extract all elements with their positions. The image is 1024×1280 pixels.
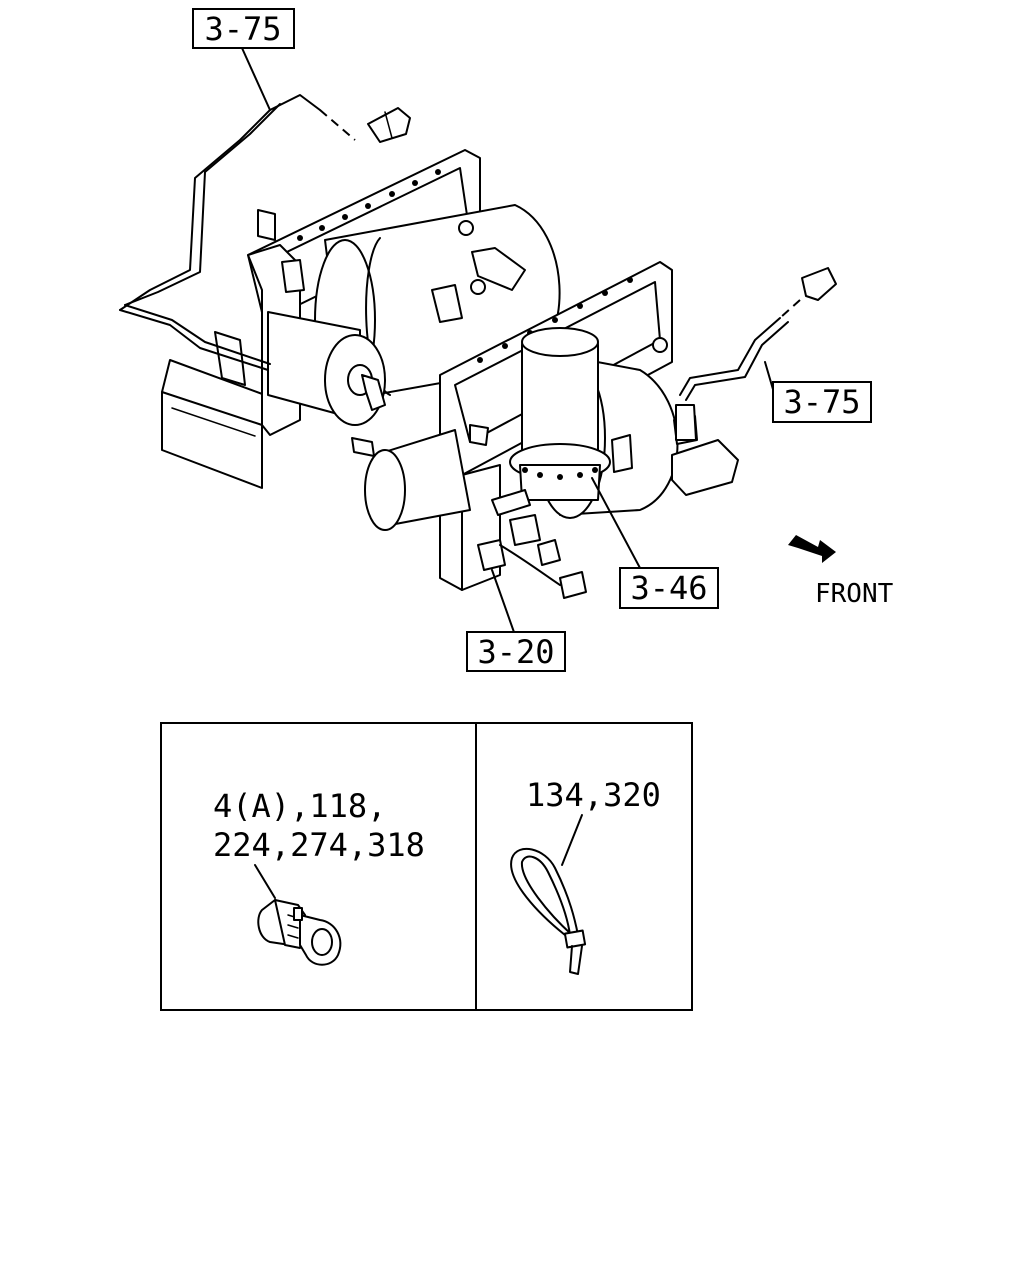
detail-panel: 4(A),118, 224,274,318 134,320 [160, 722, 693, 1011]
leader-center [591, 477, 641, 569]
front-arrow-icon [788, 535, 836, 563]
air-dryer-assembly-drawing [119, 149, 739, 599]
band-leader [561, 814, 583, 866]
cable-tie-icon [510, 848, 587, 975]
front-label: FRONT [815, 579, 894, 609]
clip-part-numbers-line1: 4(A),118, [213, 787, 386, 825]
pipe-clip-icon [257, 899, 342, 966]
callout-center[interactable]: 3-46 [619, 567, 719, 609]
callout-center-text: 3-46 [630, 569, 707, 607]
pipe-line-right [675, 267, 837, 441]
band-part-numbers: 134,320 [526, 776, 661, 814]
leader-bottom [491, 569, 516, 636]
callout-bottom[interactable]: 3-20 [466, 631, 566, 672]
callout-top-left[interactable]: 3-75 [192, 8, 295, 49]
callout-top-left-text: 3-75 [204, 10, 281, 48]
clip-part-numbers-line2: 224,274,318 [213, 826, 425, 864]
clip-leader [254, 864, 276, 899]
callout-right[interactable]: 3-75 [772, 381, 872, 423]
callout-right-text: 3-75 [783, 383, 860, 421]
pipe-line-left [119, 47, 411, 311]
callout-bottom-text: 3-20 [477, 633, 554, 671]
